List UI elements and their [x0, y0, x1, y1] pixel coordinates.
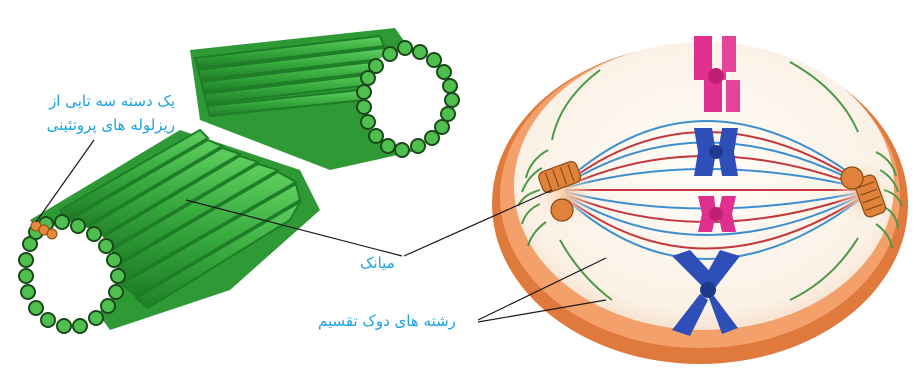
spindle-fibers-label: رشته های دوک تقسیم — [318, 312, 456, 330]
right-centrosome — [832, 158, 892, 226]
triplet-label-line1: یک دسته سه تایی از — [49, 92, 175, 110]
centriole-label: میانک — [360, 254, 395, 272]
lower-microtubule-bundle — [19, 130, 320, 333]
dividing-cell-illustration — [404, 36, 908, 364]
triplet-label-line2: ریزلوله های پروتئینی — [47, 116, 175, 134]
centriole-illustration — [19, 28, 459, 333]
